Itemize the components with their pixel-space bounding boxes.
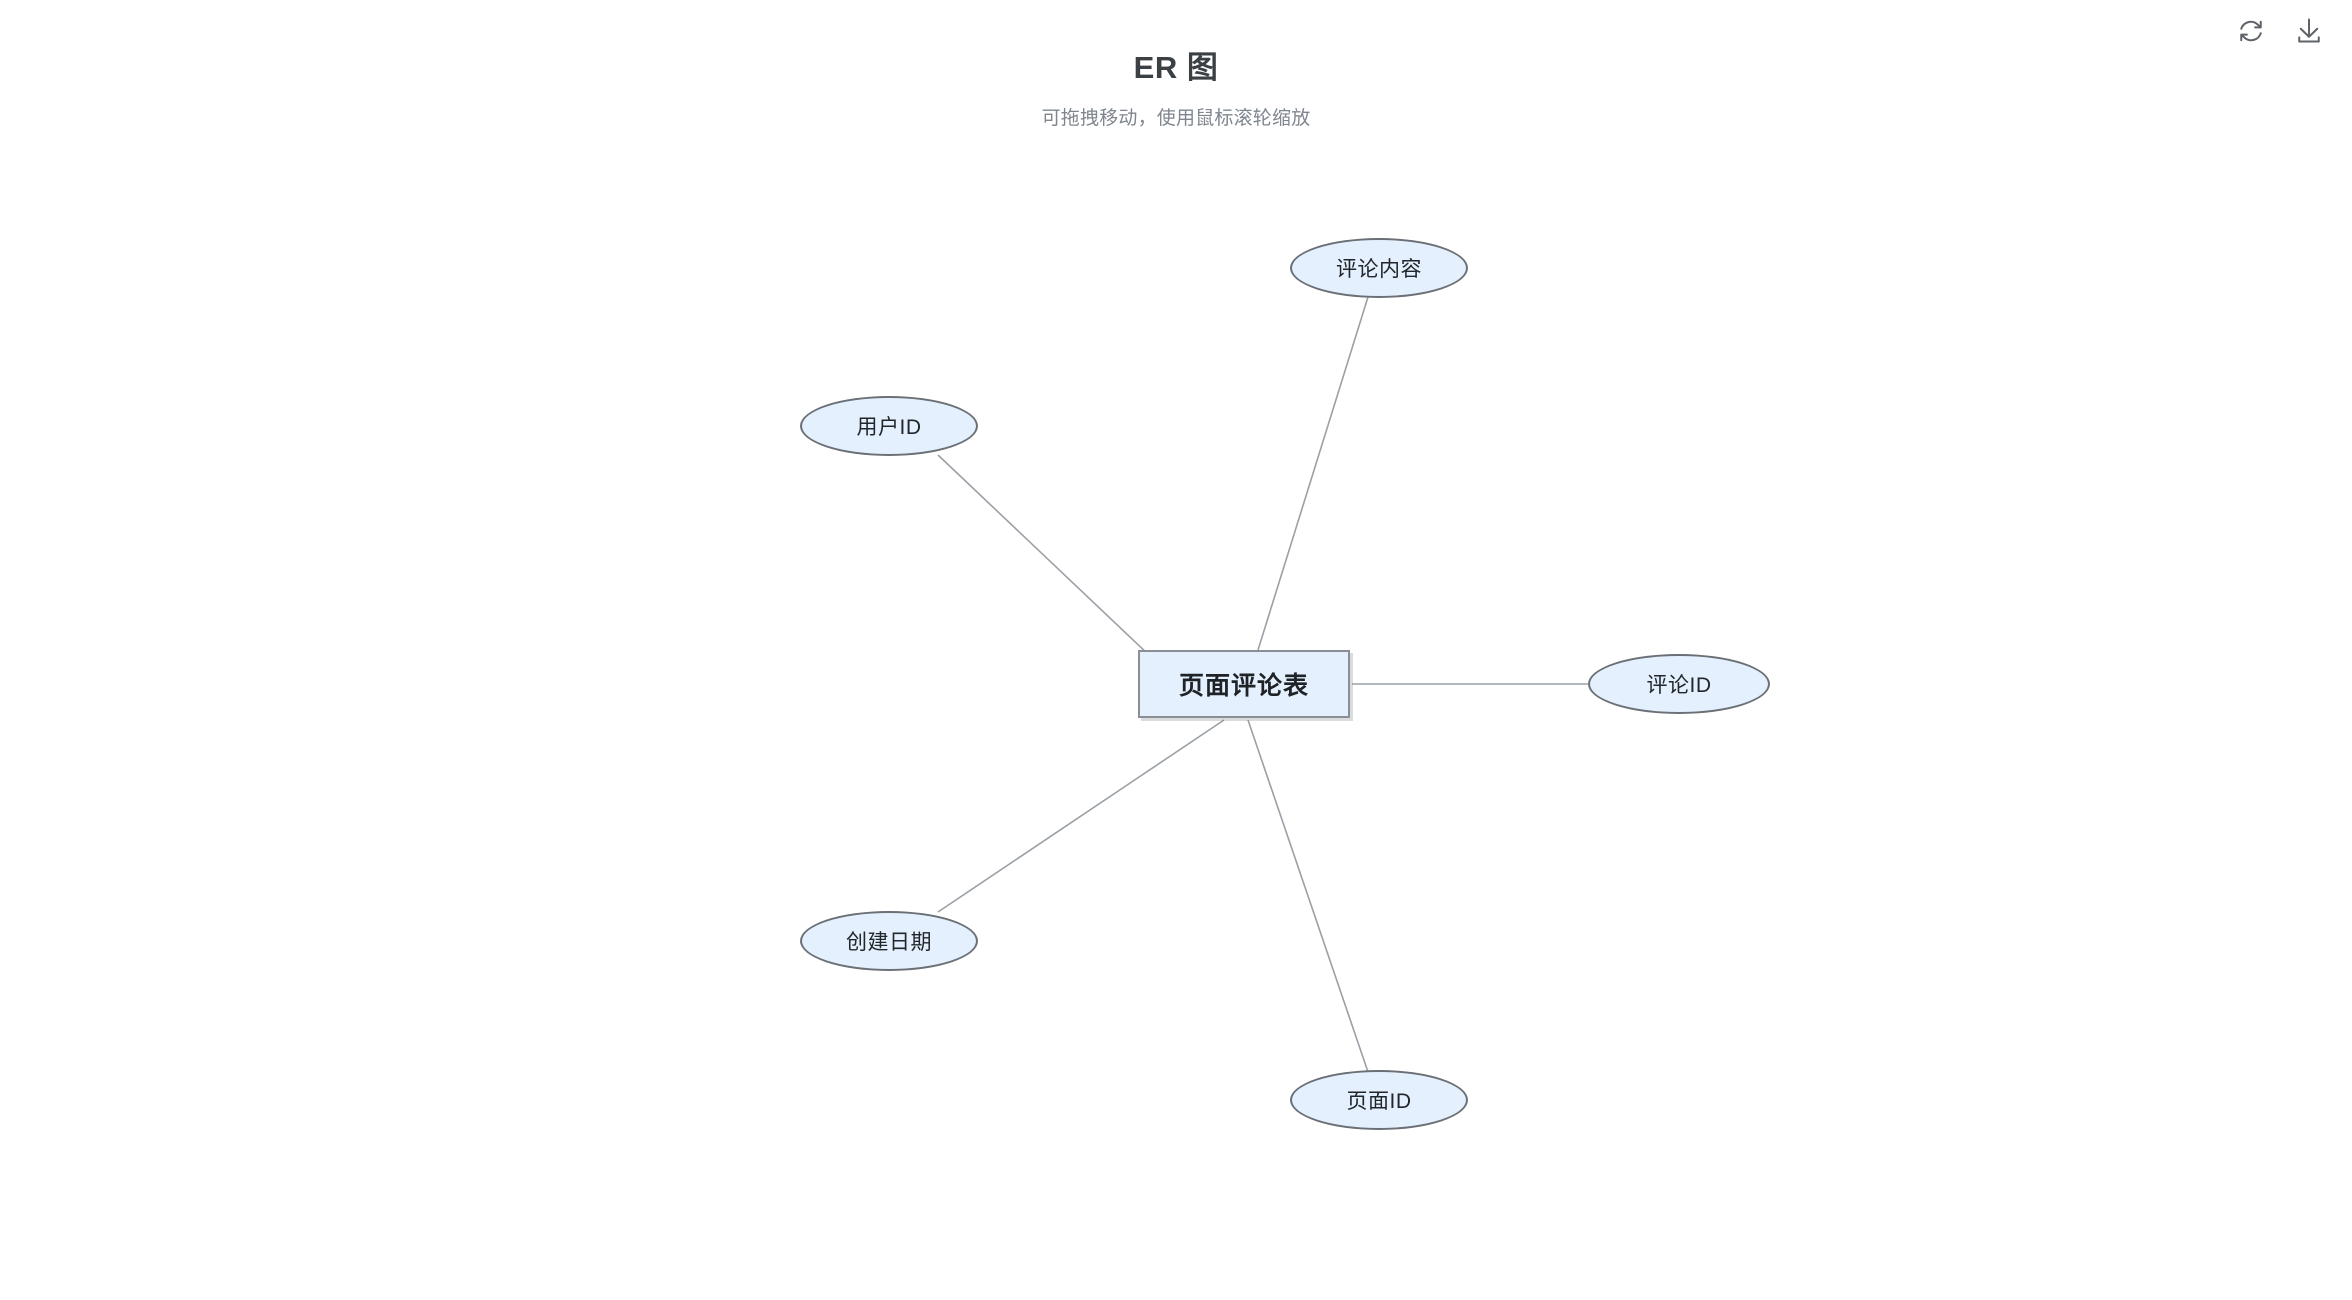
- download-icon: [2294, 16, 2324, 46]
- attribute-node-label: 创建日期: [846, 931, 932, 954]
- attribute-node-page_id[interactable]: 页面ID: [1290, 1070, 1468, 1130]
- attribute-node-label: 评论内容: [1336, 258, 1422, 281]
- edge-page_comment_table-to-user_id: [937, 454, 1151, 657]
- attribute-node-user_id[interactable]: 用户ID: [800, 396, 978, 456]
- download-button[interactable]: [2286, 8, 2332, 54]
- attribute-node-comment_id[interactable]: 评论ID: [1588, 654, 1770, 714]
- refresh-icon: [2236, 16, 2266, 46]
- attribute-node-create_date[interactable]: 创建日期: [800, 911, 978, 971]
- attribute-node-label: 用户ID: [856, 416, 922, 439]
- edge-page_comment_table-to-create_date: [937, 719, 1225, 913]
- attribute-node-label: 页面ID: [1346, 1090, 1412, 1113]
- entity-node-page_comment_table[interactable]: 页面评论表: [1138, 650, 1350, 718]
- reset-view-button[interactable]: [2228, 8, 2274, 54]
- entity-node-label: 页面评论表: [1178, 672, 1309, 700]
- attribute-node-comment_content[interactable]: 评论内容: [1290, 238, 1468, 298]
- edge-page_comment_table-to-comment_content: [1257, 296, 1369, 651]
- attribute-node-label: 评论ID: [1646, 674, 1712, 697]
- toolbar: [2228, 8, 2332, 54]
- edge-page_comment_table-to-page_id: [1247, 719, 1369, 1073]
